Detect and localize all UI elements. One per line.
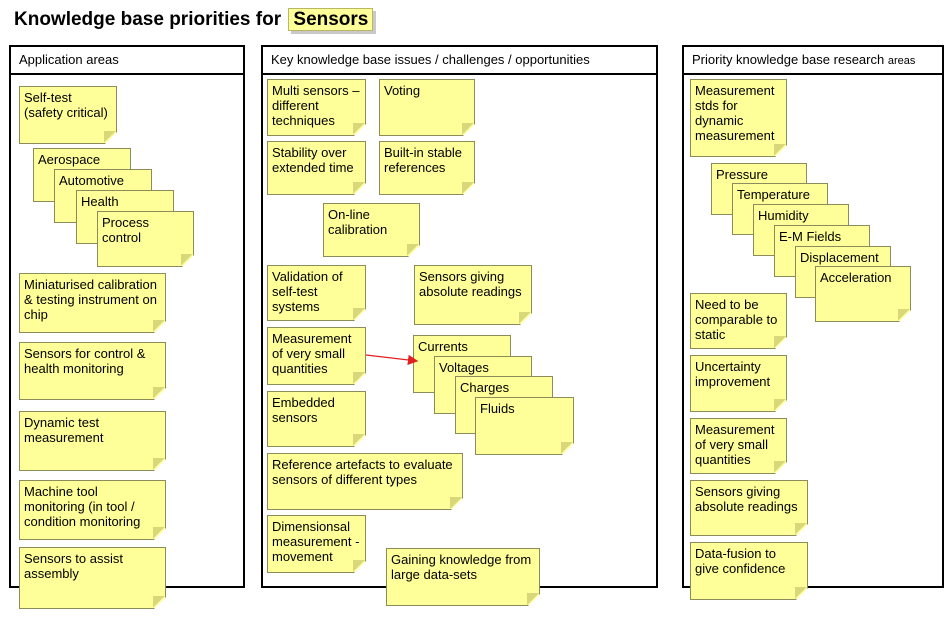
note-embedded: Embedded sensors bbox=[267, 391, 366, 447]
note-self-test: Self-test (safety critical) bbox=[19, 86, 117, 144]
research-areas-header: Priority knowledge base research areas bbox=[682, 45, 944, 75]
research-areas-header-text: Priority knowledge base research bbox=[692, 52, 885, 67]
note-uncertainty: Uncertainty improvement bbox=[690, 355, 787, 412]
title-subject: Sensors bbox=[288, 8, 374, 31]
note-voting: Voting bbox=[379, 79, 475, 136]
note-measurement-stds: Measurement stds for dynamic measurement bbox=[690, 79, 787, 157]
note-research-sensors-absolute: Sensors giving absolute readings bbox=[690, 480, 808, 536]
note-process-control: Process control bbox=[97, 211, 194, 267]
note-artefacts: Reference artefacts to evaluate sensors … bbox=[267, 453, 463, 510]
note-small-quantities: Measurement of very small quantities bbox=[267, 327, 366, 385]
note-control-health: Sensors for control & health monitoring bbox=[19, 342, 166, 400]
note-validation: Validation of self-test systems bbox=[267, 265, 366, 321]
note-gaining: Gaining knowledge from large data-sets bbox=[386, 548, 540, 606]
note-research-small-quantities: Measurement of very small quantities bbox=[690, 418, 787, 474]
note-comparable: Need to be comparable to static bbox=[690, 293, 787, 349]
title-prefix: Knowledge base priorities for bbox=[14, 9, 282, 30]
note-sensors-absolute: Sensors giving absolute readings bbox=[414, 265, 532, 325]
note-data-fusion: Data-fusion to give confidence bbox=[690, 542, 808, 600]
note-assembly: Sensors to assist assembly bbox=[19, 547, 166, 609]
application-areas-header: Application areas bbox=[9, 45, 245, 75]
note-fluids: Fluids bbox=[475, 397, 574, 455]
note-dimensional: Dimensionsal measurement - movement bbox=[267, 515, 366, 573]
note-acceleration: Acceleration bbox=[815, 266, 911, 322]
note-machine-tool: Machine tool monitoring (in tool / condi… bbox=[19, 480, 166, 540]
note-online: On-line calibration bbox=[323, 203, 420, 257]
page-title: Knowledge base priorities for Sensors bbox=[14, 8, 374, 31]
research-areas-header-small: areas bbox=[887, 55, 916, 67]
note-stability: Stability over extended time bbox=[267, 141, 366, 195]
note-dynamic-test: Dynamic test measurement bbox=[19, 411, 166, 471]
note-builtin: Built-in stable references bbox=[379, 141, 475, 195]
note-multi-sensors: Multi sensors – different techniques bbox=[267, 79, 366, 136]
key-issues-header: Key knowledge base issues / challenges /… bbox=[261, 45, 658, 75]
note-miniaturised: Miniaturised calibration & testing instr… bbox=[19, 273, 166, 333]
